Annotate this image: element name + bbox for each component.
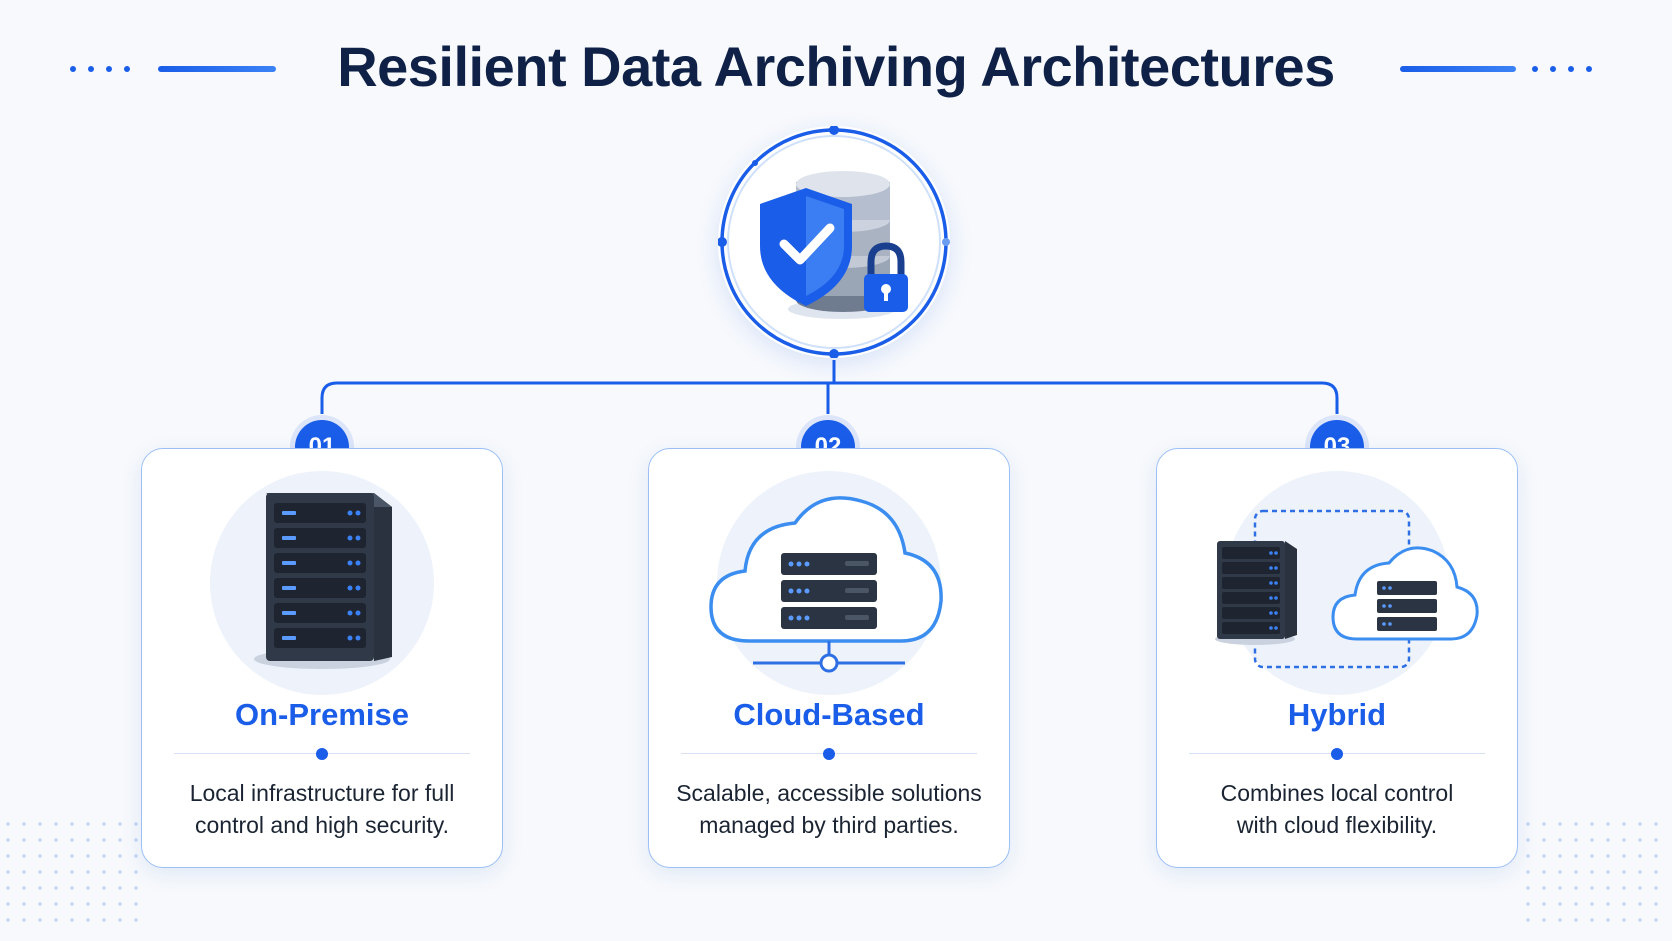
card-hybrid: Hybrid Combines local control with cloud… [1156, 448, 1518, 868]
card-description-line-2: managed by third parties. [699, 812, 959, 838]
divider-dot [1331, 748, 1343, 760]
divider-dot [316, 748, 328, 760]
page-title: Resilient Data Archiving Architectures [337, 35, 1335, 98]
card-description-line-2: control and high security. [195, 812, 449, 838]
title-decoration-left [70, 64, 280, 74]
card-title: Hybrid [1287, 697, 1387, 732]
hybrid-server-cloud-icon [1215, 509, 1479, 669]
divider-dot [823, 748, 835, 760]
padlock-icon [864, 242, 908, 312]
card-description-line-1: Scalable, accessible solutions [676, 780, 982, 806]
dot-pattern-right [1520, 816, 1670, 926]
server-rack-icon [254, 493, 392, 669]
card-title: Cloud-Based [733, 697, 925, 732]
hub-ring [717, 125, 950, 359]
card-description: Scalable, accessible solutions managed b… [669, 777, 989, 841]
shield-check-icon [760, 188, 852, 306]
card-title: On-Premise [234, 697, 409, 732]
card-description: Combines local control with cloud flexib… [1177, 777, 1497, 841]
dot-pattern-left [0, 816, 150, 926]
card-on-premise: On-Premise Local infrastructure for full… [141, 448, 503, 868]
card-description: Local infrastructure for full control an… [162, 777, 482, 841]
card-description-line-1: Combines local control [1220, 780, 1454, 806]
title-decoration-right [1400, 64, 1610, 74]
card-description-line-2: with cloud flexibility. [1236, 812, 1438, 838]
card-cloud-based: Cloud-Based Scalable, accessible solutio… [648, 448, 1010, 868]
central-hub [717, 125, 950, 359]
cloud-server-icon [709, 496, 943, 673]
card-description-line-1: Local infrastructure for full [189, 780, 455, 806]
